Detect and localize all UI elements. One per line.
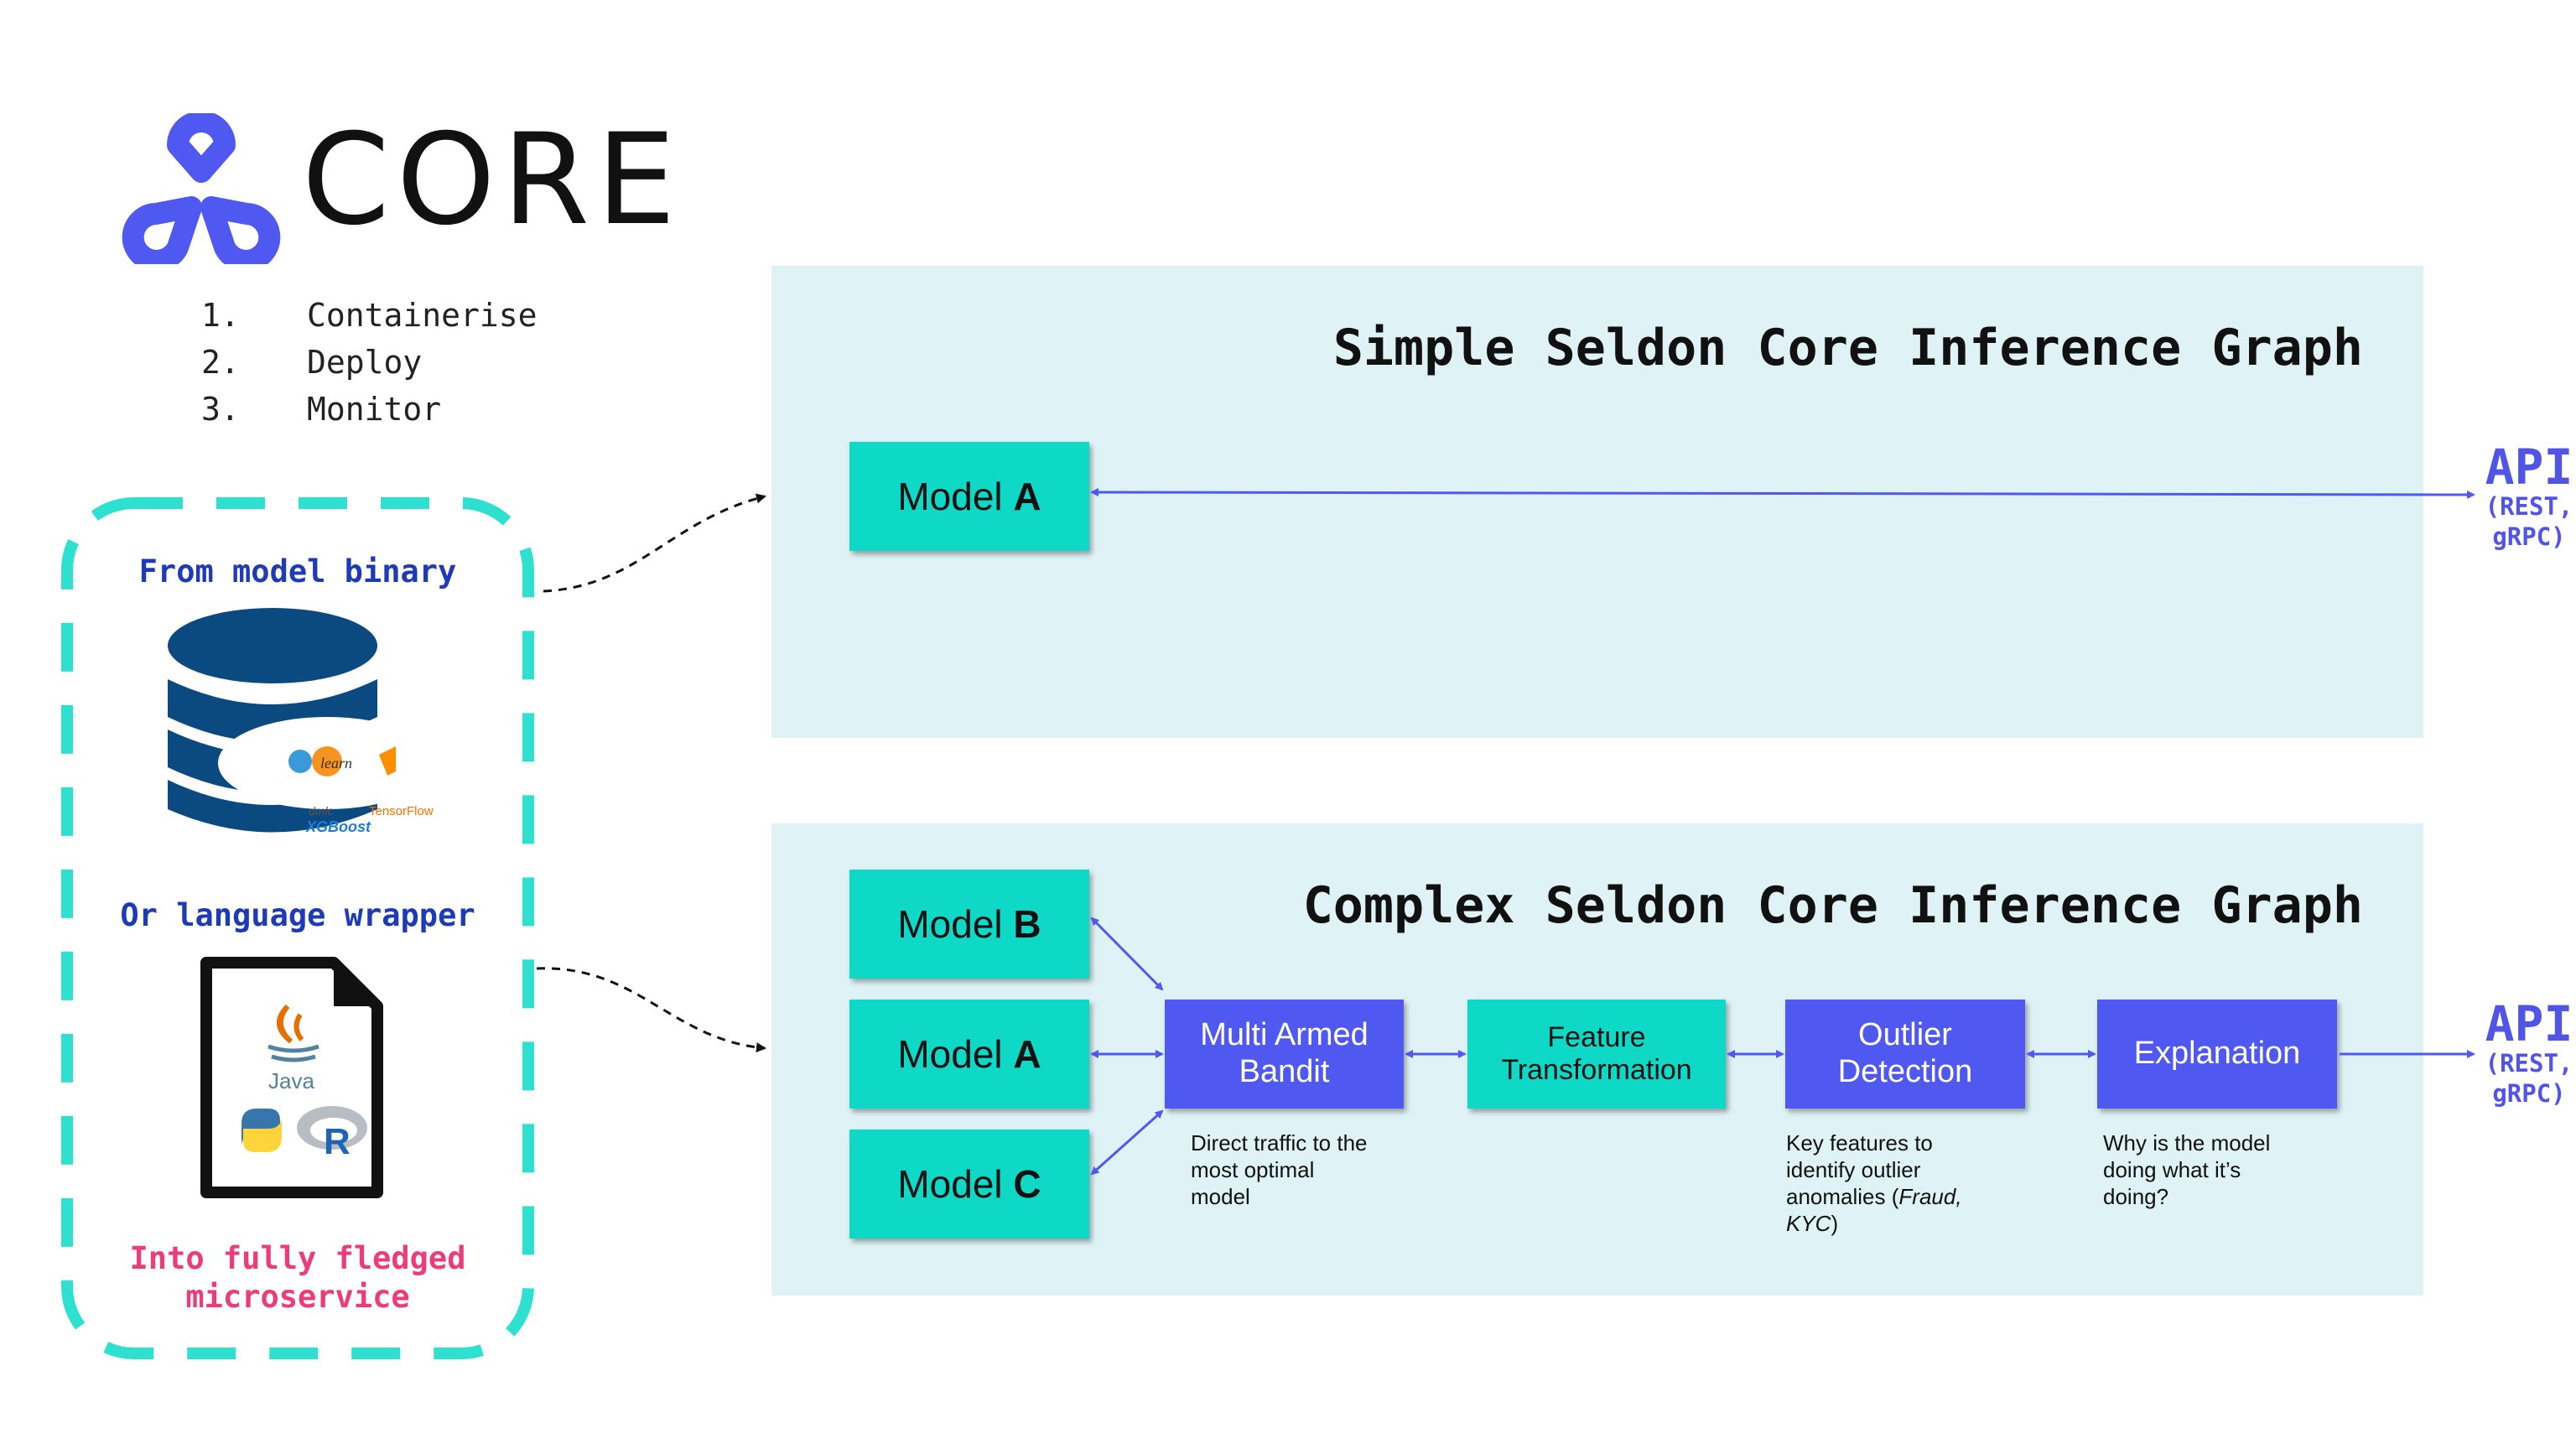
api-label-simple: API (REST, gRPC) bbox=[2485, 439, 2573, 551]
database-icon: learn TensorFlow dmlc XGBoost bbox=[168, 608, 436, 835]
from-model-binary-label: From model binary bbox=[138, 553, 457, 589]
model-c-node[interactable]: Model C bbox=[849, 1130, 1089, 1239]
simple-graph-title: Simple Seldon Core Inference Graph bbox=[1332, 319, 2363, 377]
document-icon: Java R bbox=[200, 957, 383, 1198]
svg-text:R: R bbox=[324, 1121, 351, 1162]
model-a-node[interactable]: Model A bbox=[849, 1000, 1089, 1109]
svg-text:XGBoost: XGBoost bbox=[305, 818, 371, 835]
model-b-node[interactable]: Model B bbox=[849, 870, 1089, 979]
complex-graph-title: Complex Seldon Core Inference Graph bbox=[1302, 876, 2363, 935]
svg-text:learn: learn bbox=[320, 755, 352, 771]
language-wrapper-label: Or language wrapper bbox=[120, 897, 475, 933]
python-icon bbox=[242, 1109, 282, 1152]
r-logo-icon: R bbox=[297, 1106, 367, 1162]
model-b-to-mab-connector bbox=[1090, 917, 1164, 991]
explanation-caption: Why is the model doing what it’s doing? bbox=[2103, 1130, 2271, 1209]
model-c-to-mab-connector bbox=[1090, 1109, 1164, 1176]
step-item: 2.Deploy bbox=[201, 344, 423, 381]
step-item: 1.Containerise bbox=[201, 297, 538, 334]
dashed-arrow-to-complex bbox=[536, 967, 766, 1053]
simple-api-connector bbox=[1090, 488, 2475, 499]
core-logo-text: CORE bbox=[302, 107, 683, 253]
explanation-node[interactable]: Explanation bbox=[2097, 1000, 2337, 1109]
dashed-arrow-to-simple bbox=[543, 493, 766, 593]
microservice-label: Into fully fledged microservice bbox=[129, 1240, 466, 1315]
outlier-caption: Key features to identify outlier anomali… bbox=[1786, 1130, 1962, 1236]
mab-caption: Direct traffic to the most optimal model bbox=[1191, 1130, 1368, 1209]
steps-list: 1.Containerise 2.Deploy 3.Monitor bbox=[201, 292, 538, 433]
seldon-logo-icon bbox=[122, 113, 281, 264]
step-item: 3.Monitor bbox=[201, 391, 442, 428]
api-label-complex: API (REST, gRPC) bbox=[2485, 995, 2573, 1108]
svg-text:TensorFlow: TensorFlow bbox=[369, 804, 434, 818]
simple-model-a-node[interactable]: Model A bbox=[849, 442, 1089, 551]
svg-text:dmlc: dmlc bbox=[309, 804, 334, 818]
svg-text:Java: Java bbox=[268, 1068, 314, 1093]
